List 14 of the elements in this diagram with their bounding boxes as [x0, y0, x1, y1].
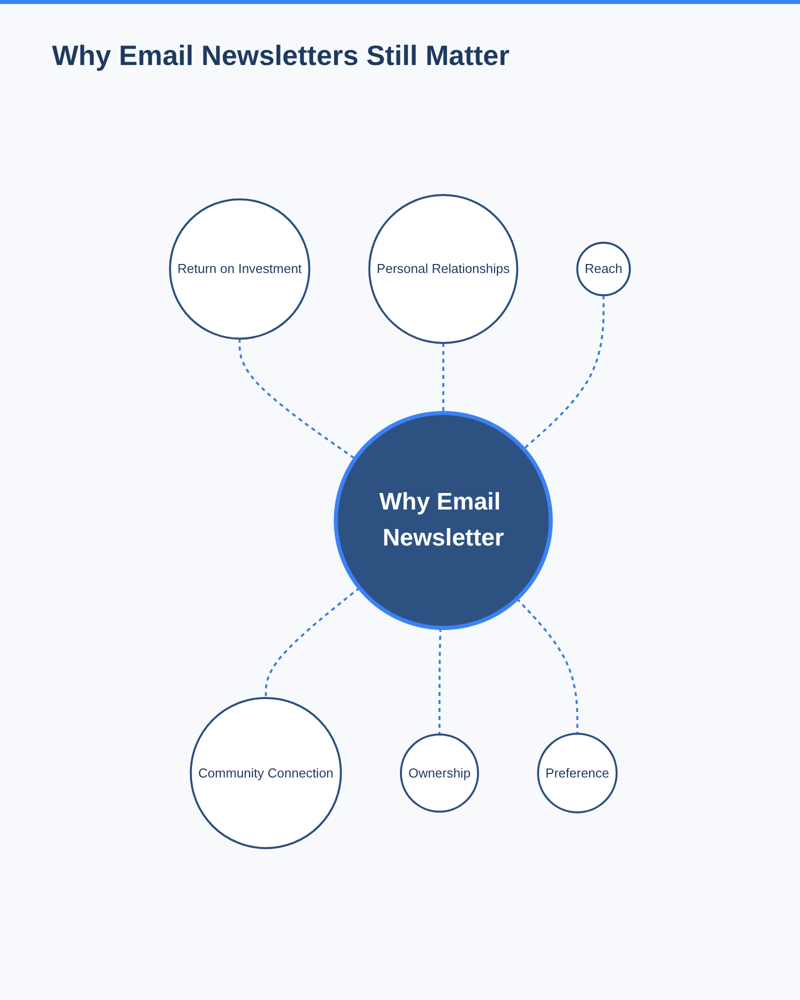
node-circle: Ownership: [400, 734, 480, 814]
connector: [442, 343, 444, 414]
connector: [264, 587, 360, 698]
node-circle: Community Connection: [190, 697, 342, 850]
connector: [438, 628, 442, 735]
node-circle: Preference: [537, 733, 618, 814]
connector: [238, 339, 356, 460]
node-circle: Reach: [576, 242, 631, 297]
node-circle: Why Email Newsletter: [334, 411, 553, 630]
connector: [516, 598, 578, 734]
node-circle: Personal Relationships: [368, 194, 518, 344]
diagram-title: Why Email Newsletters Still Matter: [52, 40, 510, 72]
connector: [523, 296, 605, 450]
node-circle: Return on Investment: [169, 198, 310, 340]
